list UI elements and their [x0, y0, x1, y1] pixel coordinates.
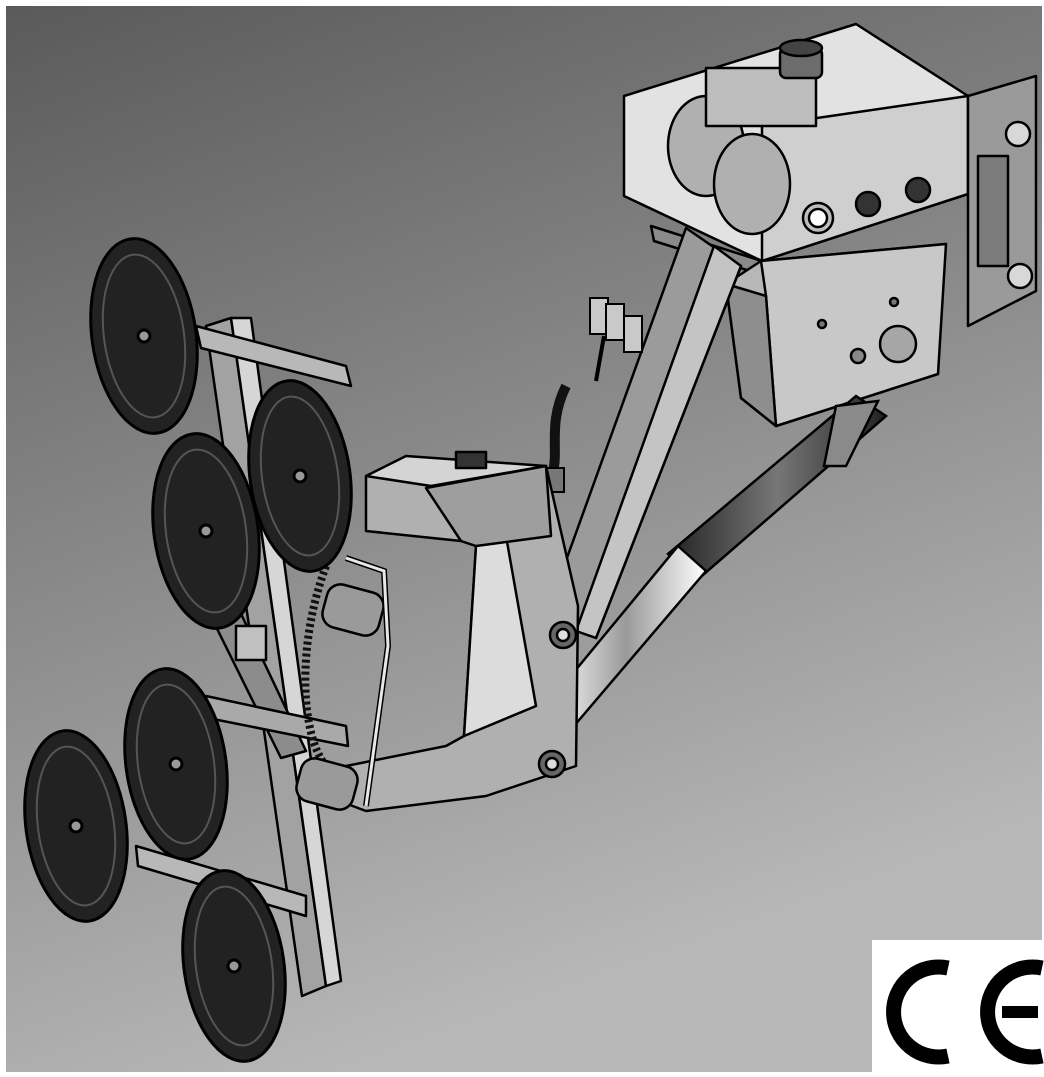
- suction-pad-4: [123, 667, 229, 861]
- main-arm: [544, 226, 743, 640]
- rotation-actuators: [295, 555, 392, 811]
- suction-pad-5: [23, 729, 129, 923]
- suction-pad-1: [89, 237, 199, 435]
- control-box: [724, 242, 948, 428]
- suction-pad-2: [247, 379, 353, 573]
- mounting-head: [622, 22, 1038, 328]
- suction-pad-6: [181, 869, 287, 1063]
- vacuum-lifter-render: [6, 6, 1042, 1072]
- suction-pads: [23, 237, 353, 1063]
- hydraulic-cylinder: [544, 394, 889, 728]
- ce-mark-icon: [872, 940, 1044, 1077]
- c-frame: [324, 450, 580, 813]
- suction-pad-3: [151, 432, 261, 630]
